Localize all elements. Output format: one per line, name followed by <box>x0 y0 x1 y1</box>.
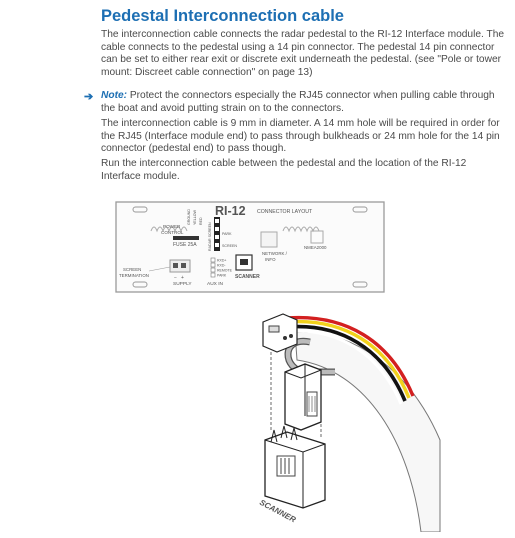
connector-plug-top <box>262 313 298 353</box>
mounting-slot-top-right <box>352 206 368 213</box>
section-heading: Pedestal Interconnection cable <box>101 7 344 25</box>
cable-diameter-paragraph: The interconnection cable is 9 mm in dia… <box>101 118 500 155</box>
network-port <box>260 231 278 248</box>
power-label-yellow: YELLOW <box>193 209 197 225</box>
cable-assembly-illustration: SCANNER <box>258 313 441 532</box>
screen-label: SCREEN <box>222 244 237 248</box>
power-control-label: POWER <box>163 224 181 229</box>
note-body: Protect the connectors especially the RJ… <box>101 90 495 114</box>
fuse-label: FUSE 25A <box>173 242 197 248</box>
aux-in-label: AUX IN <box>207 281 224 287</box>
power-terminal <box>173 236 199 240</box>
note-paragraph: Note: Protect the connectors especially … <box>101 90 506 115</box>
aux-label-rxd-minus: RXD- <box>217 264 226 268</box>
aux-label-remote: REMOTE <box>217 269 233 273</box>
network-info-label: NETWORK / <box>262 251 288 256</box>
wire-red <box>286 315 415 397</box>
supply-label: SUPPLY <box>173 281 192 287</box>
supply-minus: − <box>174 275 177 281</box>
supply-plus: + <box>181 275 184 281</box>
module-outline <box>115 201 385 293</box>
wire-yellow <box>286 319 411 399</box>
aux-label-rxd-plus: RXD+ <box>217 259 226 263</box>
screen-termination-label: SCREEN <box>123 267 141 272</box>
screen-termination-label-2: TERMINATION <box>119 273 149 278</box>
wire-white <box>286 329 403 405</box>
network-info-label-2: INFO <box>265 257 276 262</box>
power-label-red: RED <box>199 217 203 225</box>
routing-paragraph: Run the interconnection cable between th… <box>101 158 467 182</box>
mounting-slot-top-left <box>132 206 148 213</box>
mounting-slot-bottom-right <box>352 281 368 288</box>
power-label-ground: GROUND <box>187 209 191 225</box>
nmea2000-label: NMEA2000 <box>304 245 327 250</box>
mounting-slot-bottom-left <box>132 281 148 288</box>
intro-paragraph: The interconnection cable connects the r… <box>101 29 505 78</box>
nmea2000-port <box>310 230 324 244</box>
ri12-connector-layout-diagram: RI-12 CONNECTOR LAYOUT POWER CONTROL GRO… <box>115 201 385 293</box>
note-arrow-icon: ➔ <box>84 91 94 103</box>
scanner-port-label: SCANNER <box>235 274 260 280</box>
radar-screen-label: RADAR SCREEN <box>208 222 212 251</box>
module-subtitle: CONNECTOR LAYOUT <box>257 209 313 215</box>
note-label: Note: <box>101 90 128 101</box>
aux-label-park: PARK <box>217 274 227 278</box>
power-control-label-2: CONTROL <box>161 230 184 235</box>
cable-sheath <box>294 331 441 532</box>
radar-screen-terminal <box>214 217 220 251</box>
module-title: RI-12 <box>215 204 246 218</box>
coil-left <box>150 226 188 233</box>
park-label: PARK <box>222 232 232 236</box>
wire-black <box>286 324 407 402</box>
